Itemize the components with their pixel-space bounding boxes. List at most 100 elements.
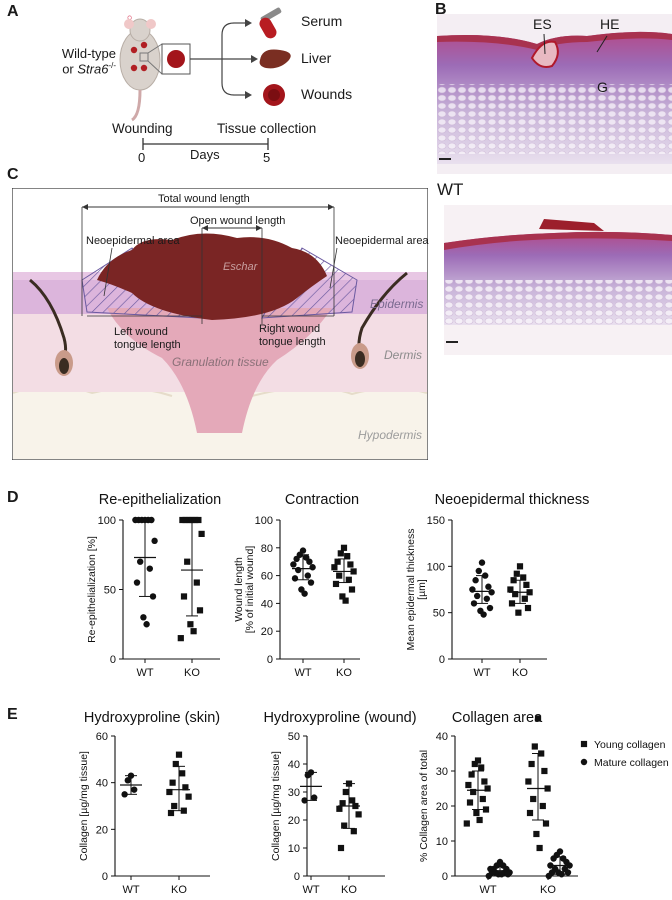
data-point: [486, 604, 494, 612]
data-point: [515, 609, 522, 616]
data-point: [290, 561, 297, 568]
legend-label: Mature collagen: [594, 757, 669, 769]
y-tick-label: 30: [288, 787, 300, 799]
data-point: [521, 595, 528, 602]
data-point: [180, 593, 188, 600]
data-point: [476, 816, 483, 824]
y-tick-label: 50: [433, 608, 445, 620]
y-tick-label: 0: [294, 871, 300, 883]
data-point: [478, 559, 486, 566]
data-point: [542, 820, 550, 827]
y-axis-label: Collagen [µg/mg tissue]: [270, 751, 282, 861]
data-point: [463, 820, 470, 827]
series-1: [166, 751, 192, 817]
data-point: [166, 788, 173, 796]
x-tick-label: WT: [479, 884, 496, 896]
data-point: [466, 799, 474, 806]
x-tick-label: WT: [136, 667, 153, 679]
data-point: [143, 621, 150, 628]
subject-wildtype: Wild-type: [61, 46, 116, 61]
mouse-illustration: [119, 18, 163, 122]
liver-icon: [259, 49, 291, 69]
data-point: [336, 572, 343, 579]
series-0: [290, 547, 316, 597]
data-point: [526, 809, 534, 817]
series-0: [120, 772, 142, 798]
x-tick-label: WT: [294, 667, 311, 679]
data-point: [525, 778, 532, 785]
y-tick-label: 20: [436, 801, 448, 813]
y-tick-label: 100: [98, 515, 116, 527]
data-point: [151, 537, 158, 545]
data-point: [190, 628, 197, 635]
y-tick-label: 40: [288, 759, 300, 771]
data-point: [545, 872, 552, 880]
y-tick-label: 40: [436, 731, 448, 743]
data-point: [520, 574, 527, 581]
data-point: [516, 563, 524, 570]
y-axis-label-line2: [% of initial wound]: [244, 546, 256, 634]
data-point: [132, 516, 139, 524]
serum-tube-icon: [259, 7, 282, 39]
data-point: [347, 561, 354, 568]
label-open-wound-length: Open wound length: [190, 215, 286, 227]
data-point: [355, 811, 362, 818]
y-tick-label: 0: [439, 654, 445, 666]
data-point: [531, 743, 538, 750]
data-point: [293, 555, 300, 563]
y-tick-label: 100: [255, 515, 273, 527]
panel-label-c: C: [7, 166, 19, 183]
timeline-collection: Tissue collection: [217, 121, 317, 136]
data-point: [473, 809, 480, 817]
label-total-wound-length: Total wound length: [158, 193, 250, 205]
chart-0: Re-epithelialization050100Re-epitheliali…: [86, 492, 221, 679]
data-point: [336, 805, 343, 812]
data-point: [470, 788, 477, 796]
y-tick-label: 60: [261, 571, 273, 583]
data-point: [485, 583, 492, 590]
data-point: [339, 593, 346, 600]
data-point: [482, 806, 490, 813]
data-point: [488, 589, 495, 596]
x-tick-label: KO: [171, 884, 187, 896]
label-es: ES: [533, 16, 552, 32]
series-2: [525, 715, 551, 852]
subject-label: Wild-type or Stra6-/-: [44, 46, 116, 76]
data-point: [301, 797, 308, 804]
data-point: [536, 844, 543, 852]
data-point: [175, 751, 183, 758]
y-tick-label: 0: [102, 871, 108, 883]
data-point: [171, 802, 178, 810]
data-point: [185, 793, 192, 800]
data-point: [182, 516, 189, 524]
data-point: [148, 516, 155, 524]
data-point: [524, 604, 532, 612]
y-tick-label: 50: [288, 731, 300, 743]
y-tick-label: 10: [288, 843, 300, 855]
data-point: [468, 771, 475, 778]
label-right-tongue: Right wound tongue length: [259, 323, 326, 349]
data-point: [291, 575, 299, 582]
output-serum: Serum: [301, 13, 343, 29]
label-g: G: [597, 79, 608, 95]
data-point: [334, 558, 341, 565]
wound-schematic: [12, 188, 428, 460]
data-point: [539, 802, 546, 810]
data-point: [472, 577, 479, 584]
data-point: [337, 550, 344, 557]
y-tick-label: 40: [96, 778, 108, 790]
label-left-tongue-2: tongue length: [114, 339, 181, 351]
y-tick-label: 0: [110, 654, 116, 666]
chart-title: Hydroxyproline (wound): [263, 710, 416, 726]
chart-title: Contraction: [285, 492, 359, 508]
data-point: [471, 760, 478, 768]
subject-or: or: [62, 61, 78, 77]
y-tick-label: 20: [96, 824, 108, 836]
y-axis-label: Collagen [µg/mg tissue]: [78, 751, 90, 861]
label-epidermis: Epidermis: [370, 297, 424, 311]
data-point: [507, 586, 514, 593]
data-point: [348, 586, 356, 593]
